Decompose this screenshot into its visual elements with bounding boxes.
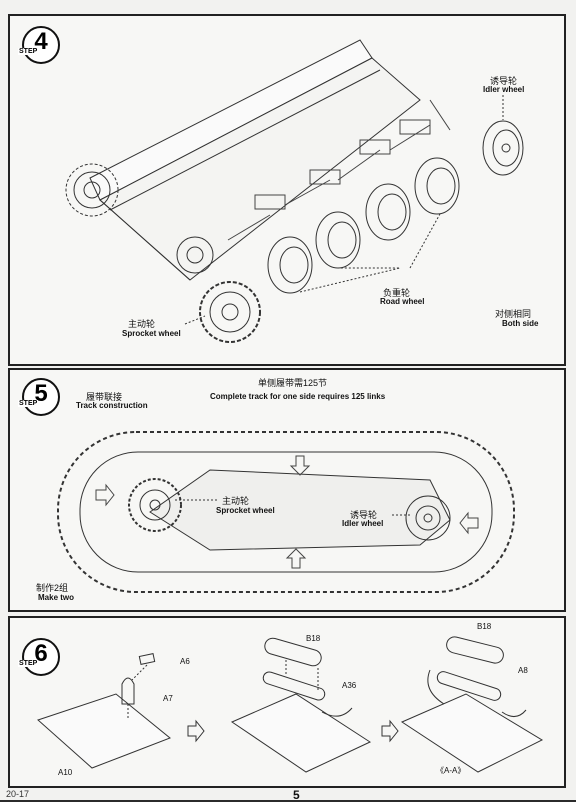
part-b18-b: B18	[477, 622, 492, 631]
part-a7: A7	[163, 694, 173, 703]
step-5-sprocket-cn: 主动轮	[222, 496, 250, 506]
part-a8: A8	[518, 666, 528, 675]
hull-sprocket	[65, 163, 119, 217]
section-a-a: 《A-A》	[436, 766, 466, 775]
step-5-badge: 5 STEP	[18, 378, 60, 416]
step-5-note-en: Complete track for one side requires 125…	[210, 392, 386, 401]
part-a10: A10	[58, 768, 73, 777]
step-4-label: STEP	[18, 48, 39, 55]
step-5-idler-en: Idler wheel	[342, 519, 384, 528]
step-4-idler-en: Idler wheel	[483, 85, 525, 94]
step-5-note-cn: 单侧履带需125节	[258, 378, 328, 388]
step-5-make-cn: 制作2组	[36, 583, 69, 593]
step-4-sprocket-cn: 主动轮	[128, 319, 156, 329]
page-number: 5	[293, 788, 300, 802]
step-5-make-en: Make two	[38, 593, 75, 602]
step-4-both-en: Both side	[502, 319, 539, 328]
step-5-label: STEP	[18, 400, 39, 407]
step-5-title-en: Track construction	[76, 401, 148, 410]
step-4-badge: 4 STEP	[18, 26, 60, 64]
part-a6: A6	[180, 657, 190, 666]
step-4-road-cn: 负重轮	[383, 288, 411, 298]
corner-text: 20-17	[6, 789, 30, 799]
step-6-badge: 6 STEP	[18, 638, 60, 676]
sprocket-wheel	[199, 281, 261, 343]
step-5-idler-cn: 诱导轮	[350, 510, 378, 520]
idler-wheel	[482, 120, 524, 176]
step-4-idler-cn: 诱导轮	[490, 76, 518, 86]
part-b18-a: B18	[306, 634, 321, 643]
step-4-both-cn: 对侧相同	[495, 309, 532, 319]
part-a36: A36	[342, 681, 357, 690]
step-4-sprocket-en: Sprocket wheel	[122, 329, 181, 338]
step-5-title-cn: 履带联接	[86, 392, 123, 402]
step-6-label: STEP	[18, 660, 39, 667]
step-4-road-en: Road wheel	[380, 297, 425, 306]
step-5-sprocket-en: Sprocket wheel	[216, 506, 275, 515]
